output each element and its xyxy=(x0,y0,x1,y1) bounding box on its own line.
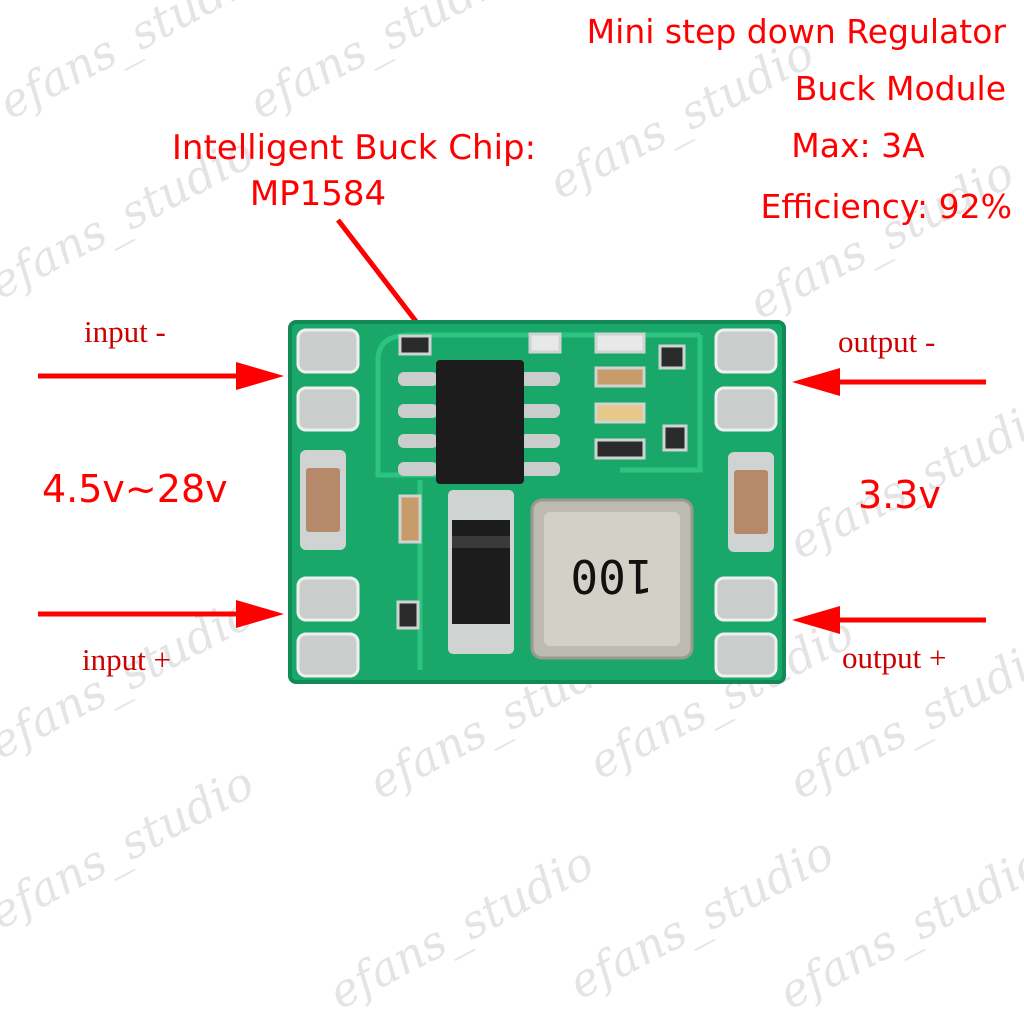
schottky-diode xyxy=(448,490,514,654)
spec-header: Mini step down Regulator Buck Module Max… xyxy=(587,12,1012,226)
watermark: efans_studio xyxy=(0,755,263,940)
pcb-trace xyxy=(620,335,703,473)
header-title: Mini step down Regulator xyxy=(587,12,1007,51)
input-plus-pad xyxy=(296,632,360,678)
watermark: efans_studio xyxy=(320,835,603,1020)
watermark: efans_studio xyxy=(540,25,823,210)
input-pad xyxy=(296,576,360,622)
watermark: efans_studio xyxy=(240,0,523,130)
input-annotations: input - 4.5v~28v input + xyxy=(38,314,284,677)
input-minus-pad xyxy=(296,328,360,374)
efficiency: Efficiency: 92% xyxy=(760,187,1012,226)
output-pad xyxy=(714,386,778,432)
input-minus-label: input - xyxy=(84,314,166,349)
output-capacitor xyxy=(728,452,774,552)
output-plus-label: output + xyxy=(842,640,946,675)
buck-chip-mp1584 xyxy=(398,360,560,484)
input-pads xyxy=(296,328,360,678)
output-voltage: 3.3v xyxy=(858,473,941,517)
header-subtitle: Buck Module xyxy=(795,69,1006,108)
output-annotations: output - 3.3v output + xyxy=(792,324,986,675)
chip-label-line1: Intelligent Buck Chip: xyxy=(172,128,536,168)
output-plus-arrow-head xyxy=(792,606,840,634)
input-pad xyxy=(296,386,360,432)
output-minus-label: output - xyxy=(838,324,935,359)
inductor-marking: 100 xyxy=(570,549,653,603)
pcb-board: 100 xyxy=(288,320,786,684)
input-plus-arrow-head xyxy=(236,600,284,628)
smd-resistors xyxy=(396,332,688,630)
max-current: Max: 3A xyxy=(791,126,925,165)
output-plus-pad xyxy=(714,632,778,678)
pcb-border-shade xyxy=(288,320,786,684)
output-minus-pad xyxy=(714,328,778,374)
output-minus-arrow-head xyxy=(792,368,840,396)
inductor: 100 xyxy=(530,498,694,660)
output-pad xyxy=(714,576,778,622)
watermark: efans_studio xyxy=(0,0,273,130)
input-capacitor xyxy=(300,450,346,550)
input-voltage: 4.5v~28v xyxy=(42,467,228,511)
chip-label-line2: MP1584 xyxy=(250,174,386,214)
output-pads xyxy=(714,328,778,678)
input-plus-label: input + xyxy=(82,642,171,677)
input-minus-arrow-head xyxy=(236,362,284,390)
watermark: efans_studio xyxy=(740,145,1023,330)
